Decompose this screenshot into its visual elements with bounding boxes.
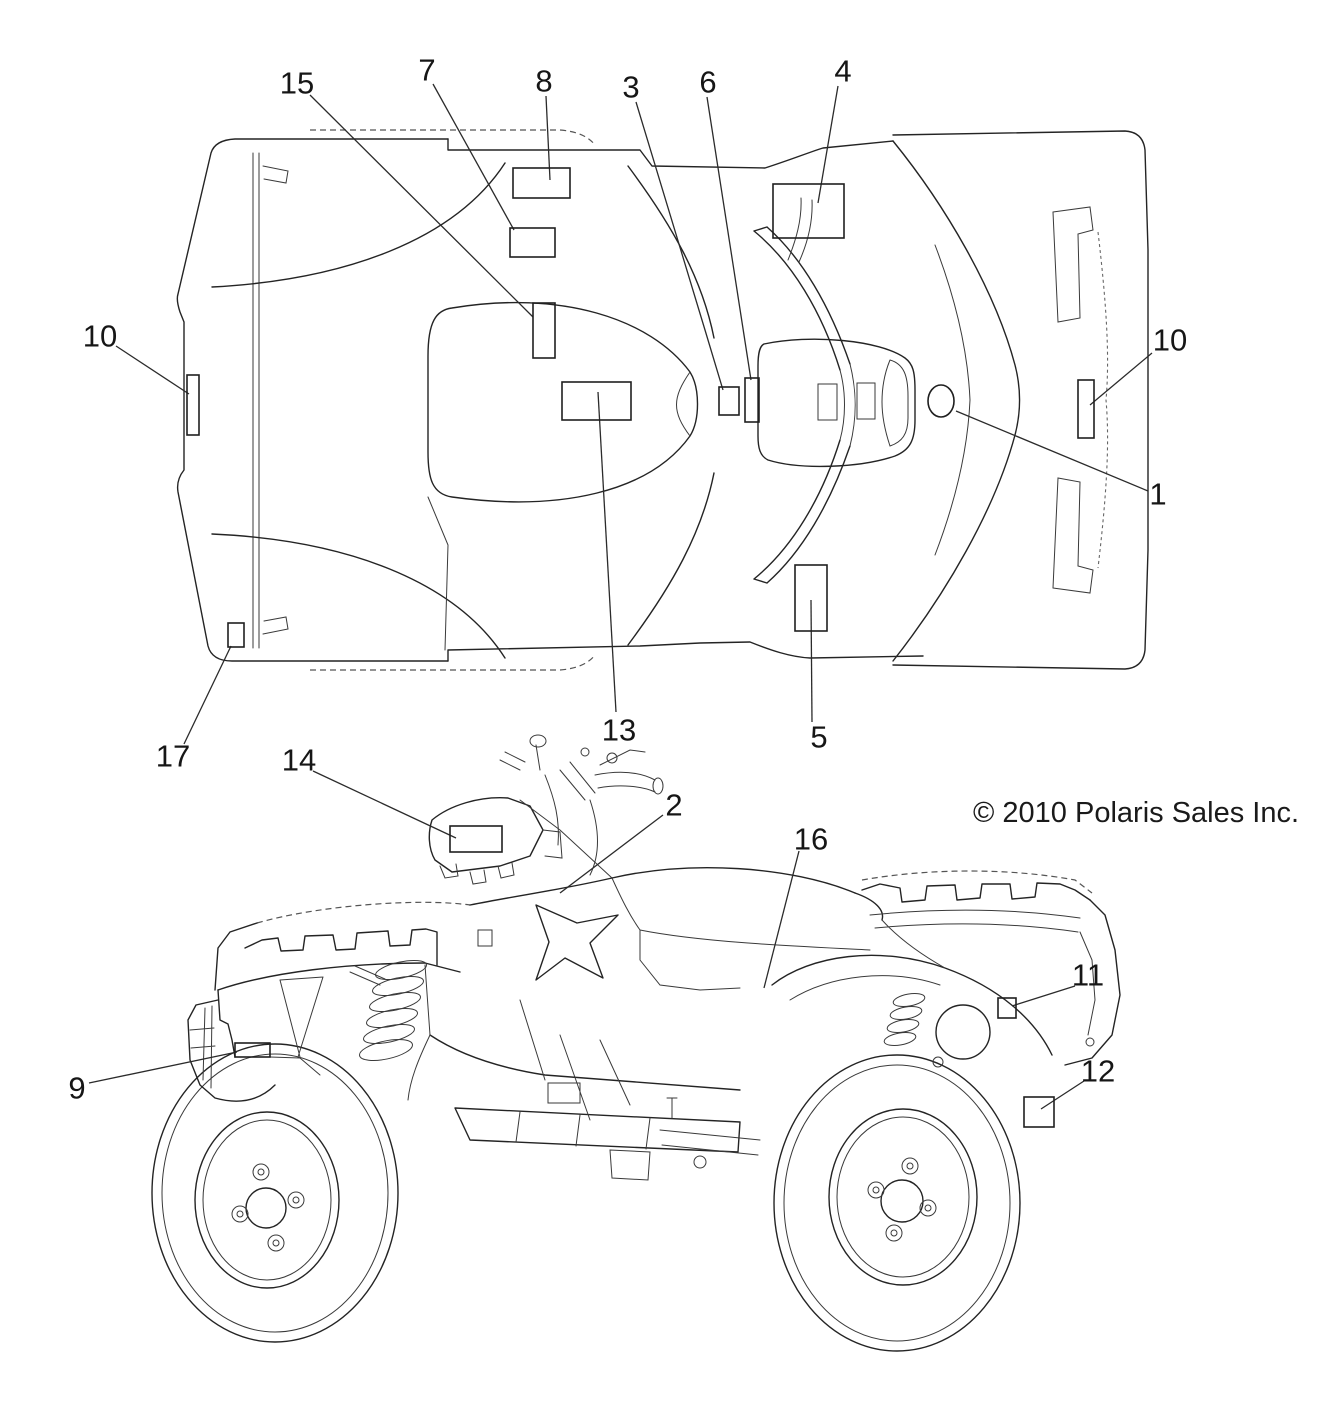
callout-15-leader: [309, 94, 534, 318]
callout-9-leader: [88, 1051, 238, 1084]
decal-3: [718, 386, 740, 416]
rear-wheel: [773, 1054, 1021, 1352]
callout-3-label: 3: [622, 70, 639, 105]
callout-3-leader: [635, 101, 724, 391]
callout-17-label: 17: [156, 739, 190, 774]
rear-spring: [883, 992, 926, 1047]
handlebar-cluster: [499, 734, 664, 876]
callout-6-label: 6: [699, 65, 716, 100]
decal-1: [927, 384, 955, 418]
callout-17-leader: [183, 645, 232, 745]
callout-13-label: 13: [602, 713, 636, 748]
callout-9-label: 9: [68, 1071, 85, 1106]
callout-17: 17: [156, 622, 245, 774]
callout-7: 7: [418, 53, 556, 258]
callout-7-label: 7: [418, 53, 435, 88]
callout-4-label: 4: [834, 54, 851, 89]
callout-1-leader: [955, 410, 1149, 492]
callout-7-leader: [432, 83, 515, 231]
callout-14-leader: [312, 770, 457, 839]
front-wheel: [151, 1043, 399, 1343]
decal-13: [561, 381, 632, 421]
decal-15: [532, 302, 556, 359]
decal-12: [1023, 1096, 1055, 1128]
decal-7: [509, 227, 556, 258]
callout-15-label: 15: [280, 66, 314, 101]
callout-8-label: 8: [535, 64, 552, 99]
callout-16-leader: [763, 850, 800, 989]
callout-2: 2: [559, 788, 683, 894]
callout-3: 3: [622, 70, 740, 416]
decal-10-right: [1077, 379, 1095, 439]
front-spring: [359, 959, 427, 1061]
callout-4: 4: [772, 54, 852, 239]
callout-13-leader: [597, 391, 617, 713]
callout-10-left: 10: [83, 319, 200, 436]
decal-14: [449, 825, 503, 853]
callout-2-label: 2: [665, 788, 682, 823]
callout-10-left-label: 10: [83, 319, 117, 354]
callout-12-leader: [1040, 1080, 1085, 1110]
clutch-housing: [935, 1004, 991, 1060]
callout-6-leader: [706, 96, 752, 381]
callout-13: 13: [561, 381, 636, 748]
callout-12-label: 12: [1081, 1054, 1115, 1089]
callout-10-right-leader: [1089, 352, 1153, 406]
copyright-notice: © 2010 Polaris Sales Inc.: [973, 797, 1299, 829]
callout-8-leader: [545, 95, 551, 181]
callout-5-leader: [810, 599, 813, 723]
callout-5: 5: [794, 564, 828, 755]
callout-11: 11: [997, 958, 1104, 1019]
decal-9: [234, 1042, 271, 1058]
decal-8: [512, 167, 571, 199]
callout-1: 1: [927, 384, 1167, 512]
callout-16-label: 16: [794, 822, 828, 857]
callout-8: 8: [512, 64, 571, 199]
decal-4: [772, 183, 845, 239]
callout-11-label: 11: [1072, 958, 1104, 993]
callout-15: 15: [280, 66, 556, 359]
top-view-illustration: [176, 129, 1149, 671]
decal-17: [227, 622, 245, 648]
callout-11-leader: [1011, 985, 1076, 1007]
callout-9: 9: [68, 1042, 271, 1106]
callout-2-leader: [559, 814, 664, 894]
decal-6: [744, 377, 760, 423]
callout-12: 12: [1023, 1054, 1115, 1128]
callout-14: 14: [282, 743, 503, 853]
callout-10-right-label: 10: [1153, 323, 1187, 358]
callout-10-left-leader: [115, 345, 190, 395]
callout-1-label: 1: [1149, 477, 1166, 512]
side-view-illustration: [151, 734, 1121, 1352]
decal-10-left: [186, 374, 200, 436]
callout-16: 16: [763, 822, 828, 989]
decal-5: [794, 564, 828, 632]
callout-6: 6: [699, 65, 760, 423]
callout-10-right: 10: [1077, 323, 1187, 439]
callout-14-label: 14: [282, 743, 316, 778]
callout-4-leader: [817, 85, 839, 204]
callout-5-label: 5: [810, 720, 827, 755]
decal-11: [997, 997, 1017, 1019]
